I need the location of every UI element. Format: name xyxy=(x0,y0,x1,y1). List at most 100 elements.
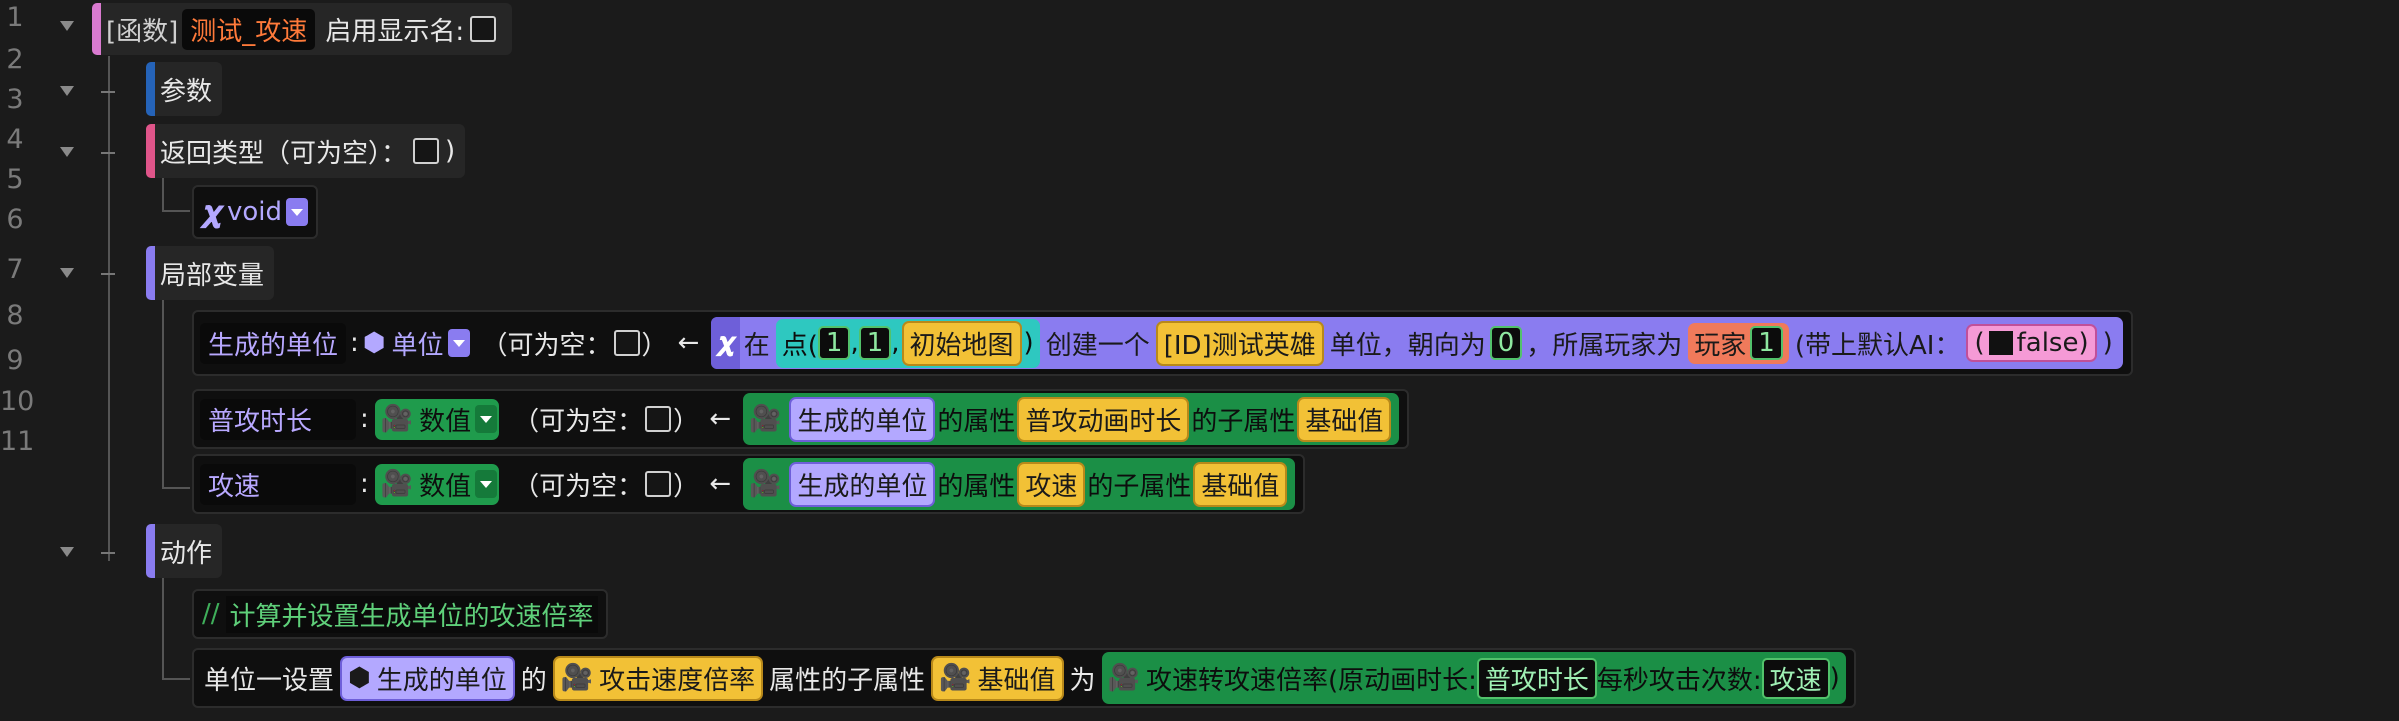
set-attribute-action: 单位一设置 ⬢ 生成的单位 的 🎥 攻击速度倍率 属性的子属性 🎥 基础值 为 … xyxy=(192,648,1856,708)
type-dropdown-icon[interactable] xyxy=(475,405,498,433)
actions-label: 动作 xyxy=(160,538,213,569)
params-label: 参数 xyxy=(160,76,213,107)
convert-func-expr[interactable]: 🎥 攻速转攻速倍率(原动画时长: 普攻时长 每秒攻击次数: 攻速 ) xyxy=(1101,652,1846,704)
expr-text: (带上默认AI： xyxy=(1794,330,1961,361)
type-dropdown-icon[interactable] xyxy=(447,329,470,357)
display-name-checkbox[interactable] xyxy=(470,16,497,42)
actions-section: 动作 xyxy=(146,524,223,578)
nullable-close: ） xyxy=(673,471,700,502)
return-type-value: 𝝌 void xyxy=(192,185,318,239)
facing-value[interactable]: 0 xyxy=(1489,326,1523,360)
local-var-name[interactable]: 普攻时长 xyxy=(200,398,356,440)
paren: ( xyxy=(1974,328,1985,358)
point-y-value[interactable]: 1 xyxy=(858,326,892,360)
close-paren: ) xyxy=(1829,663,1840,693)
return-type-name: void xyxy=(226,197,282,227)
function-type-icon: 𝝌 xyxy=(202,194,221,230)
point-x-value[interactable]: 1 xyxy=(817,326,851,360)
point-label: 点( xyxy=(781,330,818,361)
arg-speed[interactable]: 攻速 xyxy=(1761,657,1830,699)
line-number: 2 xyxy=(6,44,24,75)
sub-attr-label: 基础值 xyxy=(977,665,1056,696)
local-variable-row: 攻速 : 🎥 数值 （可为空： ） ← 🎥 生成的单位 的属性 攻速 的子属性 … xyxy=(192,454,1306,514)
bool-checkbox[interactable] xyxy=(1988,331,2013,355)
local-var-type: 数值 xyxy=(419,406,472,437)
tree-connector xyxy=(162,298,164,488)
attr-value[interactable]: 普攻动画时长 xyxy=(1017,396,1190,442)
unit-ref[interactable]: 生成的单位 xyxy=(789,461,936,507)
camera-icon: 🎥 xyxy=(748,469,782,499)
type-dropdown-icon[interactable] xyxy=(475,470,498,498)
cube-icon: ⬢ xyxy=(348,663,371,693)
nullable-checkbox[interactable] xyxy=(645,471,672,497)
expr-text: 的属性 xyxy=(937,471,1016,502)
sub-attr-value[interactable]: 基础值 xyxy=(1193,461,1288,507)
camera-icon: 🎥 xyxy=(748,404,782,434)
return-nullable-checkbox[interactable] xyxy=(413,138,440,164)
function-name[interactable]: 测试_攻速 xyxy=(182,8,316,50)
arg-duration[interactable]: 普攻时长 xyxy=(1476,657,1597,699)
attr-label: 攻击速度倍率 xyxy=(599,665,756,696)
colon: : xyxy=(350,328,359,358)
nullable-label: （可为空： xyxy=(513,406,644,437)
camera-icon: 🎥 xyxy=(380,469,414,499)
create-unit-expr[interactable]: 𝝌 在 点( 1 , 1 , 初始地图 ) 创建一个 [ID]测试英雄 单位，朝… xyxy=(711,317,2123,369)
collapse-toggle-icon[interactable] xyxy=(60,547,74,557)
nullable-checkbox[interactable] xyxy=(613,330,640,356)
unit-attr-expr[interactable]: 🎥 生成的单位 的属性 普攻动画时长 的子属性 基础值 xyxy=(742,393,1400,445)
collapse-toggle-icon[interactable] xyxy=(60,147,74,157)
player-number[interactable]: 1 xyxy=(1750,326,1783,360)
map-value[interactable]: 初始地图 xyxy=(901,320,1022,366)
action-text: 为 xyxy=(1069,665,1096,696)
action-text: 单位一设置 xyxy=(204,665,335,696)
assign-arrow: ← xyxy=(709,404,731,434)
ai-bool-expr[interactable]: ( false) xyxy=(1966,324,2097,362)
type-selector[interactable]: 🎥 数值 xyxy=(374,463,500,505)
tree-dash xyxy=(101,91,115,93)
nullable-close: ） xyxy=(673,406,700,437)
locals-label: 局部变量 xyxy=(160,260,265,291)
tree-connector xyxy=(162,678,190,680)
display-name-label: 启用显示名: xyxy=(325,16,465,47)
type-selector[interactable]: 🎥 数值 xyxy=(374,398,500,440)
func-text: 每秒攻击次数: xyxy=(1596,665,1762,696)
nullable-checkbox[interactable] xyxy=(645,406,672,432)
comment-text[interactable]: 计算并设置生成单位的攻速倍率 xyxy=(225,595,598,633)
sub-attr-value[interactable]: 🎥 基础值 xyxy=(931,655,1064,701)
comma: , xyxy=(850,328,859,358)
colon: : xyxy=(360,469,369,499)
local-var-name[interactable]: 生成的单位 xyxy=(200,322,347,364)
camera-icon: 🎥 xyxy=(1107,663,1140,693)
attr-value[interactable]: 攻速 xyxy=(1017,461,1086,507)
unit-ref[interactable]: ⬢ 生成的单位 xyxy=(340,655,515,701)
expr-text: 创建一个 xyxy=(1045,330,1150,361)
local-var-type: 单位 xyxy=(391,330,444,361)
collapse-toggle-icon[interactable] xyxy=(60,86,74,96)
point-expr[interactable]: 点( 1 , 1 , 初始地图 ) xyxy=(775,318,1040,368)
tree-connector xyxy=(162,210,190,212)
line-number: 10 xyxy=(0,386,35,417)
collapse-toggle-icon[interactable] xyxy=(60,21,74,31)
line-number: 4 xyxy=(6,124,24,155)
sub-attr-value[interactable]: 基础值 xyxy=(1297,396,1392,442)
expr-text: 的属性 xyxy=(937,406,1016,437)
tree-dash xyxy=(101,552,115,554)
camera-icon: 🎥 xyxy=(939,663,972,693)
unit-ref[interactable]: 生成的单位 xyxy=(789,396,936,442)
attr-value[interactable]: 🎥 攻击速度倍率 xyxy=(552,655,764,701)
local-var-name[interactable]: 攻速 xyxy=(200,463,356,505)
tree-dash xyxy=(101,273,115,275)
bool-value: false) xyxy=(2016,328,2089,358)
expr-text: ，所属玩家为 xyxy=(1526,330,1683,361)
unit-attr-expr[interactable]: 🎥 生成的单位 的属性 攻速 的子属性 基础值 xyxy=(742,458,1296,510)
hero-type-value[interactable]: [ID]测试英雄 xyxy=(1155,320,1324,366)
params-section: 参数 xyxy=(146,62,223,116)
func-text: 攻速转攻速倍率(原动画时长: xyxy=(1145,665,1477,696)
player-expr[interactable]: 玩家 1 xyxy=(1688,322,1789,364)
return-type-section: 返回类型（可为空）： ) xyxy=(146,124,466,178)
collapse-toggle-icon[interactable] xyxy=(60,268,74,278)
action-text: 属性的子属性 xyxy=(769,665,926,696)
function-tag: [函数] xyxy=(106,16,179,47)
type-dropdown-icon[interactable] xyxy=(285,198,308,226)
line-number: 5 xyxy=(6,164,24,195)
